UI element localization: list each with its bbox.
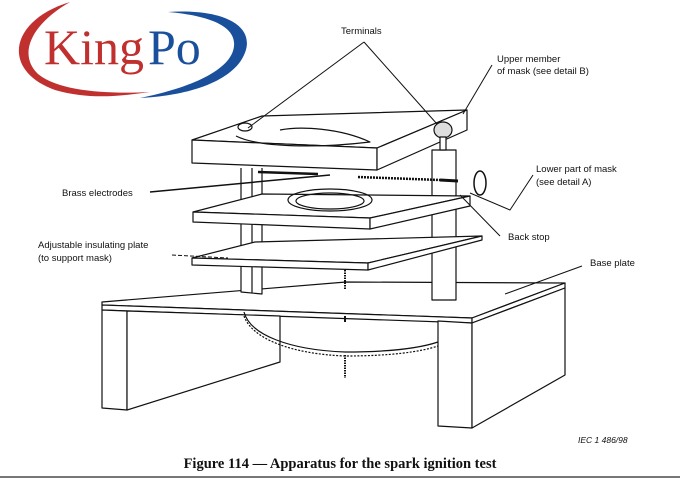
- logo-swoosh-icon: [18, 2, 247, 99]
- iec-reference: IEC 1 486/98: [578, 435, 628, 445]
- label-terminals: Terminals: [341, 26, 382, 37]
- label-upper-member-2: of mask (see detail B): [497, 66, 589, 77]
- label-brass-electrodes: Brass electrodes: [62, 188, 133, 199]
- logo-text-king: King: [44, 19, 144, 75]
- lower-part-leader: [469, 174, 534, 211]
- base-curved-skirt: [243, 311, 439, 378]
- upper-member-leader: [462, 64, 493, 115]
- lower-mask-plate: [192, 188, 471, 230]
- logo-text-po: Po: [148, 19, 201, 75]
- base-plate-leader: [504, 265, 583, 295]
- adjustable-insulating-plate: [191, 235, 483, 290]
- kingpo-logo: King Po: [0, 0, 260, 100]
- adjustable-plate-leader: [171, 254, 229, 259]
- brass-electrodes-leader: [149, 174, 331, 193]
- brass-electrodes: [257, 170, 487, 196]
- base-leg-right: [437, 287, 566, 429]
- upper-mask-plate: [191, 109, 468, 171]
- back-stop-leader: [459, 194, 501, 237]
- label-adjustable-plate-2: (to support mask): [38, 253, 112, 264]
- leader-lines: [149, 41, 583, 295]
- label-lower-part-2: (see detail A): [536, 177, 592, 188]
- figure-caption: Figure 114 — Apparatus for the spark ign…: [183, 456, 497, 472]
- label-back-stop: Back stop: [508, 232, 550, 243]
- terminal-leader-left: [247, 41, 365, 129]
- base-leg-left: [101, 309, 281, 411]
- bottom-rule: [0, 476, 680, 478]
- terminal-leader-right: [363, 41, 438, 125]
- label-lower-part-1: Lower part of mask: [536, 164, 617, 175]
- label-upper-member-1: Upper member: [497, 54, 561, 65]
- label-base-plate: Base plate: [590, 258, 635, 269]
- label-adjustable-plate-1: Adjustable insulating plate: [38, 240, 149, 251]
